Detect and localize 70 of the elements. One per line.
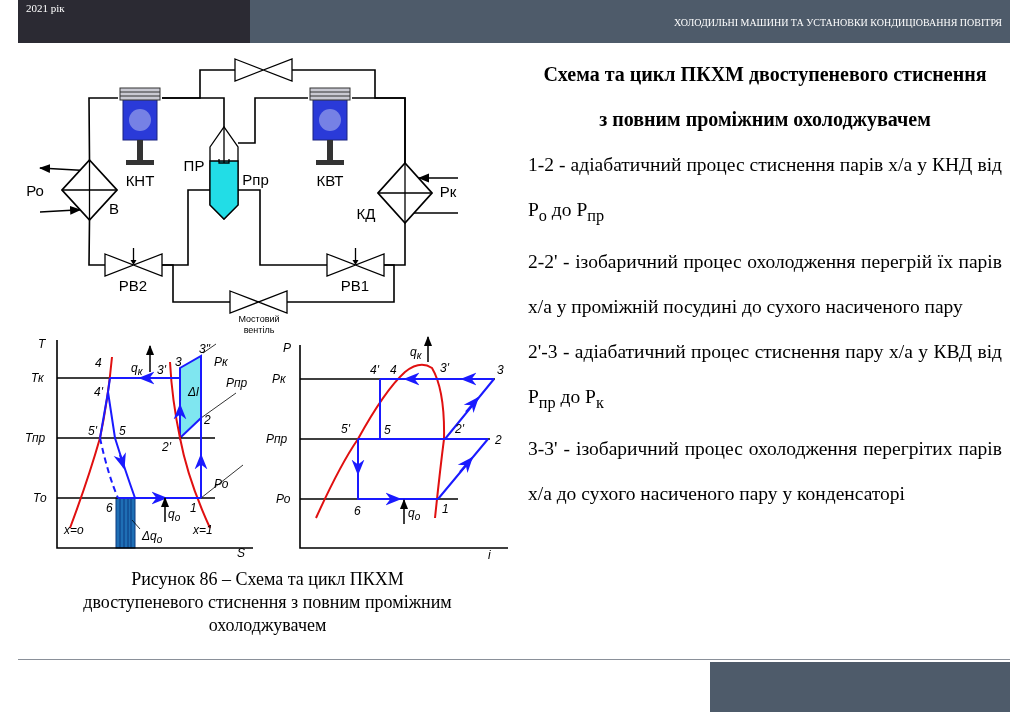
diagram-label: То: [33, 492, 47, 505]
component-label: КВТ: [315, 173, 345, 189]
pipe-line: [351, 97, 406, 164]
diagram-label: q$_{о}$: [168, 508, 181, 525]
diagram-label: Рпр: [266, 433, 288, 446]
pipe-line: [88, 219, 106, 266]
diagram-label: 6: [354, 505, 361, 518]
diagram-label: 2': [162, 441, 171, 454]
diagram-label: Δl: [188, 386, 199, 399]
diagram-label: q$_{к}$: [410, 346, 422, 363]
diagram-label: Рк: [272, 373, 286, 386]
diagram-label: 1: [190, 502, 197, 515]
process-description: 2'-3 - адіабатичний процес стиснення пару х/а у КВД від Р$_{пр}$ до Р$_{к}$: [528, 339, 1002, 414]
header-title: ХОЛОДИЛЬНІ МАШИНИ ТА УСТАНОВКИ КОНДИЦІОВАННЯ ПОВІТРЯ: [673, 17, 1002, 28]
diagram-label: i: [488, 549, 491, 562]
diagram-label: 4': [94, 386, 103, 399]
diagram-label: Тпр: [25, 432, 46, 445]
component-label: РВ2: [117, 278, 149, 294]
process-description: 1-2 - адіабатичний процес стиснення парів х/а у КНД від Р$_{о}$ до Р$_{пр}$: [528, 153, 1002, 227]
flow-arrow: [417, 173, 459, 183]
diagram-label: x=1: [193, 524, 213, 537]
slide-title: Схема та цикл ПКХМ двоступеневого стиснення з повним проміжним охолоджувачем: [542, 62, 988, 133]
diagram-label: Ро: [214, 478, 229, 491]
diagram-label: q$_{о}$: [408, 507, 421, 524]
pipe-line: [161, 69, 236, 99]
diagram-label: Рк: [214, 356, 228, 369]
diagram-label: 5: [384, 424, 391, 437]
process-description: 3-3' - ізобаричний процес охолодження перегрітих парів х/а до сухого насиченого пару у конденсаторі: [528, 436, 1002, 506]
pipe-line: [286, 264, 395, 303]
pipe-line: [161, 264, 231, 303]
diagram-label: 2: [495, 434, 502, 447]
diagram-label: 4: [390, 364, 397, 377]
diagram-label: 3': [440, 362, 449, 375]
diagram-label: P: [283, 342, 291, 355]
diagram-label: 3: [497, 364, 504, 377]
diagram-label: Рпр: [226, 377, 248, 390]
diagram-label: 5': [88, 425, 97, 438]
diagram-label: Тк: [31, 372, 44, 385]
diagram-label: 2': [455, 423, 464, 436]
diagram-label: 4: [95, 357, 102, 370]
pipe-line: [88, 97, 119, 161]
pressure-label: Рк: [438, 184, 458, 200]
diagram-label: 6: [106, 502, 113, 515]
figure-caption: Рисунок 86 – Схема та цикл ПКХМ двоступеневого стиснення з повним проміжним охолоджувачем: [82, 568, 453, 637]
diagram-label: 2: [204, 414, 211, 427]
pressure-label: Ро: [25, 183, 45, 199]
diagram-label: 5': [341, 423, 350, 436]
diagram-label: 4': [370, 364, 379, 377]
diagram-label: 3": [199, 343, 210, 356]
pipe-line: [237, 97, 309, 144]
diagram-label: Ро: [276, 493, 291, 506]
diagram-label: Δq$_{о}$: [142, 530, 163, 547]
component-label: Мостовий вентіль: [237, 314, 281, 336]
diagram-label: S: [237, 547, 245, 560]
diagram-label: T: [38, 338, 46, 351]
diagram-label: 5: [119, 425, 126, 438]
flow-arrow: [39, 205, 82, 215]
diagram-label: 3: [175, 356, 182, 369]
process-description: 2-2' - ізобаричний процес охолодження перегрій їх парів х/а у проміжній посудині до сухого насиченого пару: [528, 249, 1002, 319]
component-label: ПР: [182, 158, 206, 174]
diagram-label: 3': [157, 364, 166, 377]
component-label: В: [108, 201, 120, 217]
year-text: 2021 рік: [26, 2, 65, 14]
diagram-label: x=o: [64, 524, 84, 537]
component-label: Рпр: [241, 172, 270, 188]
diagram-label: 1: [442, 503, 449, 516]
component-label: КНТ: [124, 173, 156, 189]
component-label: КД: [355, 206, 377, 222]
component-label: РВ1: [339, 278, 371, 294]
diagram-label: q$_{к}$: [131, 362, 143, 379]
